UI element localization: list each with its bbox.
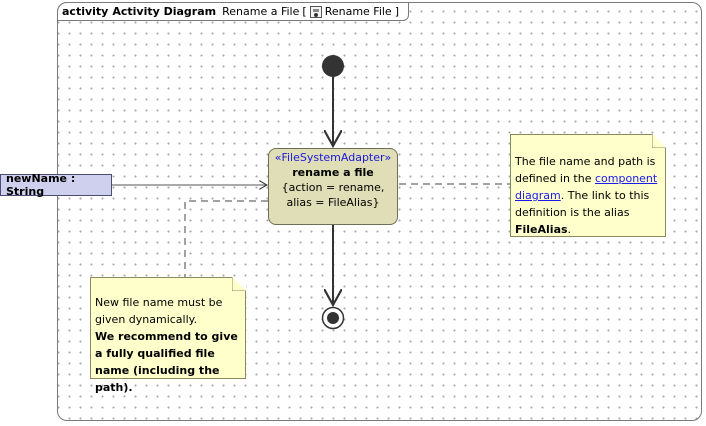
component-link[interactable]: component <box>594 172 658 185</box>
frame-link-label[interactable]: Rename File <box>324 5 392 18</box>
frame-close-bracket: ] <box>394 5 399 18</box>
note-anchor-newname[interactable] <box>184 200 268 277</box>
note-fold-corner <box>232 277 246 291</box>
note-fold-corner <box>652 134 666 148</box>
action-constraint-line-2: alias = FileAlias} <box>286 196 380 209</box>
action-name: rename a file <box>292 166 374 179</box>
activity-diagram-icon[interactable] <box>309 5 322 18</box>
action-rename-a-file[interactable]: «FileSystemAdapter» rename a file {actio… <box>268 148 398 225</box>
note-filename-text-2: . The link to this definition is the ali… <box>515 189 650 219</box>
note-new-file-name[interactable]: New file name must be given dynamically.… <box>90 277 246 394</box>
note-newname-recommendation: We recommend to give a fully qualified f… <box>95 330 238 394</box>
frame-keyword: activity <box>62 5 109 18</box>
note-newname-text: New file name must be given dynamically. <box>95 296 223 326</box>
action-stereotype: «FileSystemAdapter» <box>274 151 392 164</box>
initial-node[interactable] <box>322 55 344 77</box>
frame-diagram-name: Rename a File <box>222 5 300 18</box>
pin-label: newName : String <box>6 172 76 198</box>
frame-open-bracket: [ <box>302 5 307 18</box>
note-file-name-path[interactable]: The file name and path is defined in the… <box>510 134 666 237</box>
diagram-frame-header: activity Activity Diagram Rename a File … <box>57 2 409 21</box>
note-filename-alias: FileAlias <box>515 223 568 236</box>
note-filename-text-1: The file name and path is defined in the <box>515 155 656 185</box>
input-pin-newname[interactable]: newName : String <box>0 172 112 198</box>
frame-diagram-kind: Activity Diagram <box>112 5 217 18</box>
action-constraint-line-1: {action = rename, <box>281 181 385 194</box>
activity-final-node[interactable] <box>321 306 345 330</box>
note-filename-text-3: . <box>567 223 572 236</box>
diagram-link[interactable]: diagram <box>515 189 561 202</box>
